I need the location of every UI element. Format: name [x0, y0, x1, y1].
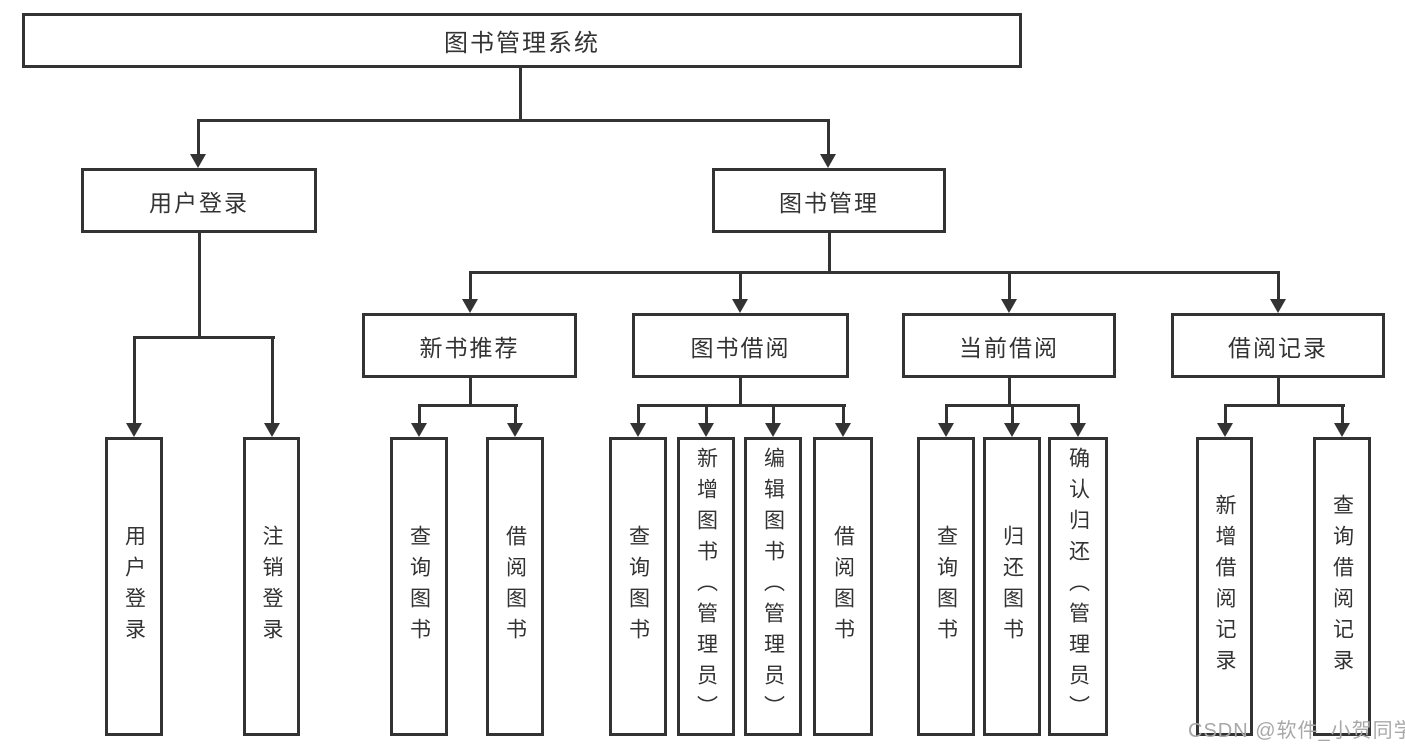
node-current-borrowing-label: 当前借阅	[959, 334, 1059, 361]
node-user-login-branch-label: 用户登录	[149, 189, 249, 216]
connector-drop-cb-query	[945, 404, 948, 425]
connector-drop-user-login	[197, 119, 200, 156]
leaf-user-login-label: 用户登录	[122, 524, 146, 649]
arrowhead-borrow-records	[1270, 299, 1286, 313]
leaf-borrowing-query-books-label: 查询图书	[626, 524, 650, 649]
leaf-records-query-record-label: 查询借阅记录	[1330, 493, 1354, 680]
arrowhead-br-query	[1334, 423, 1350, 437]
node-root-library-system: 图书管理系统	[22, 13, 1022, 68]
arrowhead-bb-borrow	[835, 423, 851, 437]
node-user-login-branch: 用户登录	[81, 168, 317, 233]
connector-drop-current-borrow	[1008, 271, 1011, 301]
node-borrowing-records-label: 借阅记录	[1228, 334, 1328, 361]
node-root-label: 图书管理系统	[444, 30, 600, 57]
arrowhead-br-add	[1217, 423, 1233, 437]
connector-userlogin-rail	[133, 336, 275, 339]
connector-drop-cb-return	[1011, 404, 1014, 425]
leaf-logout: 注销登录	[243, 437, 300, 736]
node-book-borrowing: 图书借阅	[632, 313, 849, 378]
arrowhead-nb-query	[411, 423, 427, 437]
leaf-current-query-books-label: 查询图书	[934, 524, 958, 649]
node-new-book-recommend-label: 新书推荐	[419, 334, 520, 361]
arrowhead-bb-add	[698, 423, 714, 437]
arrowhead-cb-return	[1004, 423, 1020, 437]
leaf-newbook-query-books-label: 查询图书	[407, 524, 431, 649]
leaf-current-return-books-label: 归还图书	[1000, 524, 1024, 649]
arrowhead-bb-query	[630, 423, 646, 437]
connector-drop-book-management	[827, 119, 830, 156]
connector-root-stem	[519, 68, 522, 121]
connector-bookmgmt-stem	[828, 233, 831, 274]
connector-newbook-stem	[469, 378, 472, 407]
leaf-newbook-borrow-books: 借阅图书	[486, 437, 544, 736]
leaf-borrowing-borrow-books-label: 借阅图书	[831, 524, 855, 649]
node-new-book-recommend: 新书推荐	[362, 313, 577, 378]
connector-drop-leaf-logout	[271, 336, 274, 425]
connector-drop-nb-borrow	[514, 404, 517, 425]
leaf-newbook-borrow-books-label: 借阅图书	[503, 524, 527, 649]
connector-drop-cb-confirm	[1077, 404, 1080, 425]
connector-drop-br-query	[1341, 404, 1344, 425]
arrowhead-nb-borrow	[507, 423, 523, 437]
arrowhead-book-borrow	[732, 299, 748, 313]
connector-drop-bb-edit	[772, 404, 775, 425]
connector-drop-borrow-records	[1277, 271, 1280, 301]
arrowhead-new-book	[462, 299, 478, 313]
leaf-borrowing-add-books-admin-label: 新增图书（管理员）	[694, 447, 718, 726]
leaf-records-add-record-label: 新增借阅记录	[1213, 493, 1237, 680]
connector-bookmgmt-rail	[469, 271, 1280, 274]
node-book-management-label: 图书管理	[779, 189, 879, 216]
connector-drop-bb-add	[705, 404, 708, 425]
connector-currentborrow-stem	[1008, 378, 1011, 407]
arrowhead-bb-edit	[765, 423, 781, 437]
connector-drop-new-book	[469, 271, 472, 301]
leaf-borrowing-add-books-admin: 新增图书（管理员）	[677, 437, 735, 736]
node-book-borrowing-label: 图书借阅	[690, 334, 791, 361]
connector-bookborrow-rail	[637, 404, 846, 407]
leaf-records-query-record: 查询借阅记录	[1313, 437, 1371, 736]
connector-drop-book-borrow	[739, 271, 742, 301]
leaf-current-return-books: 归还图书	[983, 437, 1041, 736]
arrowhead-cb-confirm	[1070, 423, 1086, 437]
leaf-newbook-query-books: 查询图书	[390, 437, 448, 736]
arrowhead-book-management	[820, 154, 836, 168]
connector-drop-bb-query	[637, 404, 640, 425]
connector-newbook-rail	[418, 404, 518, 407]
connector-drop-nb-query	[418, 404, 421, 425]
node-book-management: 图书管理	[712, 168, 946, 233]
node-borrowing-records: 借阅记录	[1171, 313, 1385, 378]
connector-bookborrow-stem	[739, 378, 742, 407]
leaf-logout-label: 注销登录	[260, 524, 284, 649]
leaf-current-confirm-return-admin: 确认归还（管理员）	[1048, 437, 1108, 736]
connector-drop-br-add	[1224, 404, 1227, 425]
arrowhead-cb-query	[938, 423, 954, 437]
leaf-current-confirm-return-admin-label: 确认归还（管理员）	[1066, 447, 1090, 726]
leaf-borrowing-query-books: 查询图书	[609, 437, 667, 736]
arrowhead-leaf-user-login	[126, 423, 142, 437]
connector-userlogin-stem	[198, 233, 201, 339]
connector-drop-leaf-user-login	[133, 336, 136, 425]
leaf-records-add-record: 新增借阅记录	[1196, 437, 1253, 736]
arrowhead-current-borrow	[1001, 299, 1017, 313]
connector-records-stem	[1277, 378, 1280, 407]
leaf-borrowing-edit-books-admin-label: 编辑图书（管理员）	[761, 447, 785, 726]
connector-records-rail	[1224, 404, 1345, 407]
csdn-watermark: CSDN @软件_小贺同学	[1188, 720, 1405, 742]
node-current-borrowing: 当前借阅	[902, 313, 1116, 378]
connector-drop-bb-borrow	[842, 404, 845, 425]
leaf-user-login: 用户登录	[105, 437, 163, 736]
leaf-current-query-books: 查询图书	[917, 437, 975, 736]
connector-root-rail	[197, 119, 830, 122]
leaf-borrowing-edit-books-admin: 编辑图书（管理员）	[744, 437, 802, 736]
arrowhead-leaf-logout	[264, 423, 280, 437]
arrowhead-user-login	[190, 154, 206, 168]
leaf-borrowing-borrow-books: 借阅图书	[813, 437, 873, 736]
